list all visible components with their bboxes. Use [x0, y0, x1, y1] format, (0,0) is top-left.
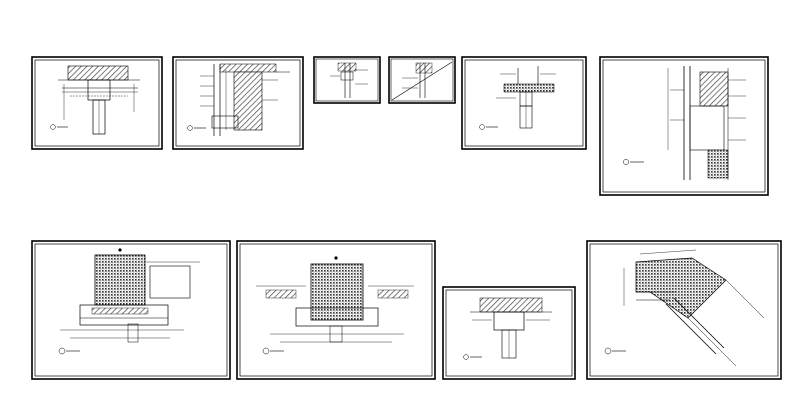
wall-section [233, 71, 263, 131]
column-hatch [94, 254, 146, 306]
concrete-slab [67, 65, 129, 81]
sheet-4 [388, 56, 456, 104]
sheet-1 [31, 56, 163, 150]
column-hatch-center [310, 263, 364, 321]
sheet-6 [599, 56, 769, 196]
sheet-5 [461, 56, 587, 150]
sheet-3 [313, 56, 381, 104]
floor-slab [699, 71, 729, 107]
sheet-10 [586, 240, 782, 380]
corner-column [635, 257, 727, 319]
sheet-9 [442, 286, 576, 380]
sheet-7 [31, 240, 231, 380]
sheet-2 [172, 56, 304, 150]
sheet-8 [236, 240, 436, 380]
